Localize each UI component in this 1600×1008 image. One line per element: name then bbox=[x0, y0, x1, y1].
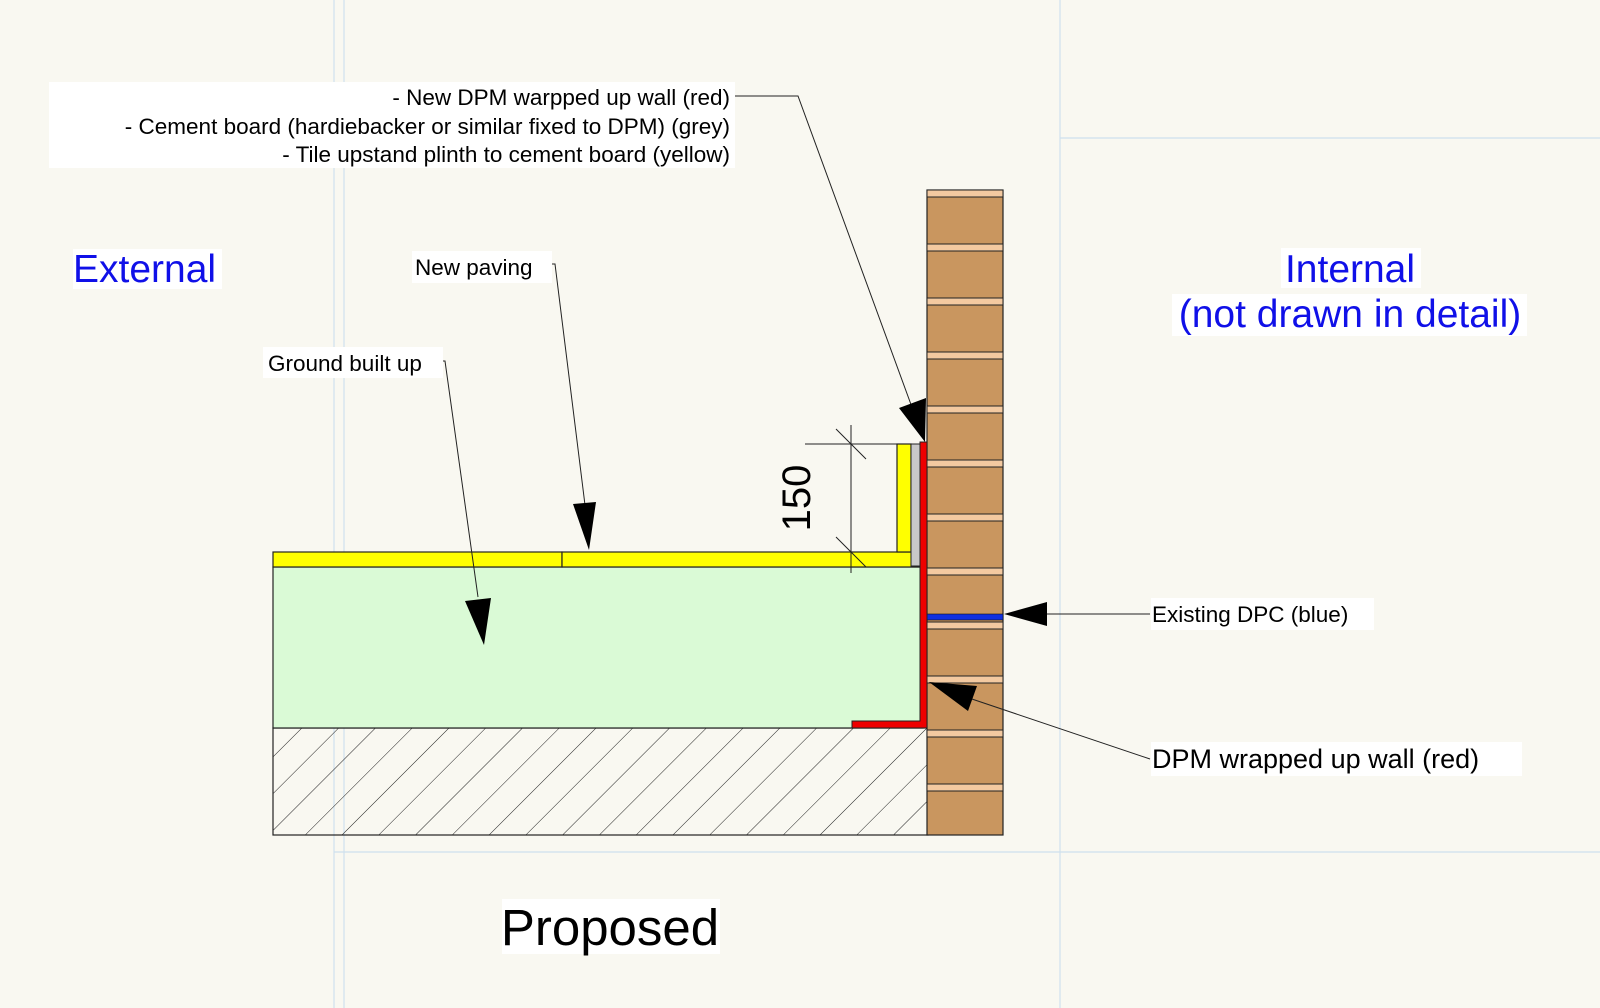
dpm-note-line2: - Cement board (hardiebacker or similar … bbox=[125, 114, 730, 139]
brick-wall bbox=[926, 189, 1004, 836]
existing-dpc-label: Existing DPC (blue) bbox=[1152, 602, 1348, 627]
dimension-value: 150 bbox=[775, 465, 819, 532]
ground-built-up-fill bbox=[272, 566, 924, 729]
dpm-wrapped-label: DPM wrapped up wall (red) bbox=[1152, 744, 1479, 774]
cement-board bbox=[910, 443, 921, 567]
label-backgrounds bbox=[49, 82, 1527, 954]
tile-upstand-plinth bbox=[896, 443, 912, 553]
proposed-title: Proposed bbox=[501, 899, 719, 956]
ground-built-up-label: Ground built up bbox=[268, 351, 422, 376]
external-label: External bbox=[73, 248, 216, 291]
existing-dpc bbox=[926, 613, 1004, 621]
existing-ground-hatch bbox=[272, 727, 929, 836]
dimension-150 bbox=[805, 425, 897, 573]
internal-note-label: (not drawn in detail) bbox=[1179, 293, 1522, 336]
internal-label: Internal bbox=[1285, 248, 1415, 291]
new-paving-label: New paving bbox=[415, 255, 533, 280]
dpm-note-line1: - New DPM warpped up wall (red) bbox=[392, 85, 730, 110]
dpm-note-line3: - Tile upstand plinth to cement board (y… bbox=[282, 142, 730, 167]
dpm-membrane bbox=[851, 441, 928, 729]
arrowheads bbox=[465, 398, 1047, 711]
paving-slabs bbox=[272, 551, 921, 568]
